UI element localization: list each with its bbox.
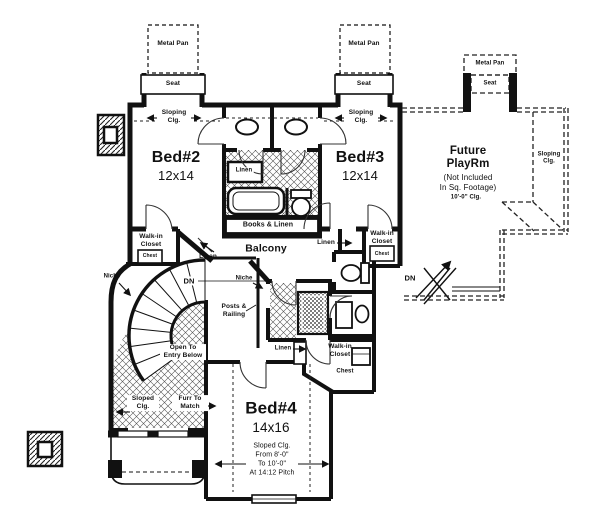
room-size-bed4: 14x16 — [252, 419, 290, 435]
niche-label-left: Niche — [103, 273, 121, 280]
room-label-bed2: Bed#2 — [151, 149, 201, 167]
walk-in-closet-label-right: Walk-in Closet — [370, 230, 394, 245]
vanity-sink — [354, 304, 370, 324]
bed4-suite-fixtures — [137, 245, 395, 504]
chest-label-left: Chest — [142, 252, 158, 259]
sloping-clg-label-bed2: Sloping Clg. — [157, 109, 191, 125]
toilet-tank — [290, 189, 312, 199]
niche-label-center: Niche — [235, 275, 253, 282]
playroom-ceiling-note: 10'-0" Clg. — [450, 194, 482, 201]
walls — [108, 102, 403, 501]
room-size-bed3: 12x14 — [342, 168, 378, 184]
walk-in-closet-label-left: Walk-in Closet — [139, 233, 163, 248]
seat-label-bay3: Seat — [483, 80, 497, 87]
future-playroom-outline — [402, 54, 569, 301]
toilet-bowl — [291, 197, 311, 217]
room-size-bed2: 12x14 — [158, 168, 194, 184]
sloped-clg-label-left: Sloped Clg. — [127, 395, 159, 411]
posts-and-railing-label: Posts & Railing — [221, 303, 247, 318]
chimney-blocks — [26, 113, 126, 468]
room-label-balcony: Balcony — [245, 242, 287, 255]
wc-toilet-bowl — [340, 264, 362, 282]
chest-furniture-bed4 — [351, 347, 371, 366]
bed4-slope-note-line1: Sloped Clg. — [252, 442, 292, 452]
playroom-note-line2: In Sq. Footage) — [439, 183, 497, 193]
attic-stair-dn — [415, 260, 500, 305]
playroom-name-line1: Future — [449, 144, 487, 157]
room-label-bed4: Bed#4 — [245, 398, 297, 418]
metal-pan-label-bay3: Metal Pan — [475, 60, 505, 67]
walk-in-closet-label-bed4: Walk-in Closet — [328, 343, 352, 358]
curved-staircase — [127, 258, 266, 382]
shower — [296, 290, 330, 336]
bay-windows — [140, 24, 394, 107]
playroom-name-line2: PlayRm — [446, 157, 490, 170]
chest-label-bed4: Chest — [336, 368, 354, 375]
bath-main-fixtures — [225, 118, 319, 234]
furr-to-match-label: Furr To Match — [172, 395, 208, 411]
seat-label-bay2: Seat — [356, 80, 372, 88]
bed4-slope-note-line3: To 10'-0" — [256, 460, 288, 470]
books-linen-shelf — [225, 218, 319, 234]
turret-window-seat — [108, 430, 206, 485]
chest-furniture-right — [369, 245, 395, 262]
bed4-slope-note-line2: From 8'-0" — [254, 451, 290, 461]
vanity-counter — [335, 301, 353, 329]
down-label-stairs: DN — [182, 276, 196, 286]
room-label-bed3: Bed#3 — [335, 149, 385, 167]
playroom-note-line1: (Not Included — [443, 173, 493, 183]
metal-pan-label-bay1: Metal Pan — [157, 40, 189, 48]
down-label-attic: DN — [404, 273, 416, 283]
linen-label-right-hall: Linen — [317, 239, 335, 247]
bed4-slope-note-line4: At 14:12 Pitch — [248, 469, 296, 479]
wc-toilet-tank — [360, 262, 370, 284]
linen-label-bed4-hall: Linen — [273, 345, 293, 353]
linen-closet-bed4 — [293, 341, 307, 365]
door-swings — [145, 117, 393, 389]
linen-label-bath: Linen — [234, 167, 254, 175]
open-to-entry-below-label: Open To Entry Below — [160, 344, 206, 360]
metal-pan-label-bay2: Metal Pan — [348, 40, 380, 48]
chest-furniture-left — [137, 249, 163, 264]
bathtub — [226, 186, 286, 216]
sloping-clg-label-playroom: Sloping Clg. — [537, 151, 561, 165]
playroom-bay-walls — [463, 73, 517, 112]
seat-label-bay1: Seat — [165, 80, 181, 88]
linen-label-left-hall: Linen — [199, 253, 217, 261]
books-and-linen-label: Books & Linen — [242, 221, 294, 229]
chest-label-right: Chest — [374, 250, 390, 257]
sloping-clg-label-bed3: Sloping Clg. — [344, 109, 378, 125]
